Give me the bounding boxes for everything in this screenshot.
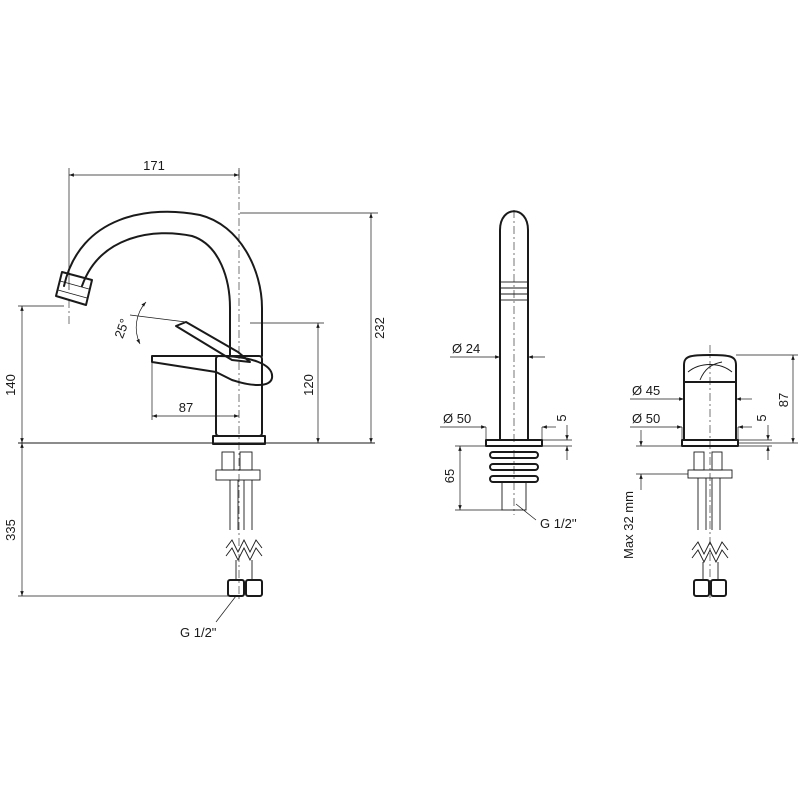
dim-spout-base-diameter: Ø 50 <box>443 411 471 426</box>
dim-total-height: 232 <box>372 317 387 339</box>
label-hose-thread: G 1/2" <box>180 625 217 640</box>
mixer-side-view <box>18 170 375 600</box>
handle-dimensions: Ø 45 Ø 50 5 87 Max 32 mm <box>621 354 798 559</box>
dim-lever-height: 120 <box>301 374 316 396</box>
dim-spout-shank-length: 65 <box>442 469 457 483</box>
dim-outlet-height: 140 <box>3 374 18 396</box>
dim-spout-base-height: 5 <box>554 414 569 421</box>
mixer-dimensions: 171 232 140 120 87 25° 335 G 1/2" <box>3 158 387 640</box>
spout-view <box>485 210 543 515</box>
dim-spout-diameter: Ø 24 <box>452 341 480 356</box>
dim-lever-angle: 25° <box>111 317 132 341</box>
dim-handle-height: 87 <box>776 393 791 407</box>
dim-handle-diameter: Ø 45 <box>632 383 660 398</box>
label-spout-thread: G 1/2'' <box>540 516 577 531</box>
dim-max-deck-thickness: Max 32 mm <box>621 491 636 559</box>
dim-spout-reach: 171 <box>143 158 165 173</box>
dim-lever-reach: 87 <box>179 400 193 415</box>
spout-dimensions: Ø 24 Ø 50 5 65 G 1/2'' <box>440 341 577 531</box>
dim-handle-base-height: 5 <box>754 414 769 421</box>
handle-view <box>681 345 739 600</box>
dim-hose-length: 335 <box>3 519 18 541</box>
dim-handle-base-diameter: Ø 50 <box>632 411 660 426</box>
